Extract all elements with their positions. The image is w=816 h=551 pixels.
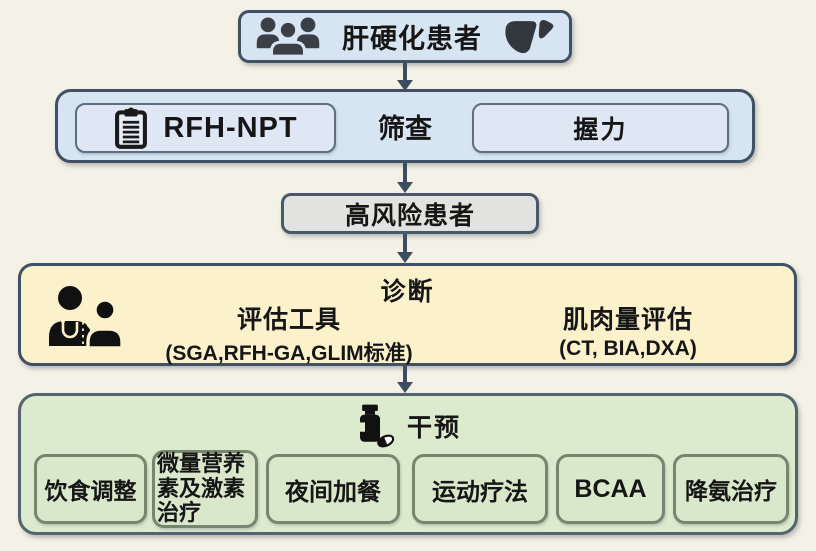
screening-container: RFH-NPT 筛查 握力 <box>55 89 755 163</box>
option-diet-adjustment: 饮食调整 <box>34 454 147 524</box>
grip-strength-box: 握力 <box>472 103 729 153</box>
option-night-snack: 夜间加餐 <box>266 454 400 524</box>
patient-label: 肝硬化患者 <box>342 24 482 54</box>
clipboard-icon <box>113 106 149 150</box>
assessment-tools-label: 评估工具 <box>236 306 341 334</box>
option-ammonia-lowering: 降氨治疗 <box>673 454 789 524</box>
diagnosis-box: 诊断 评估工具 (SGA,RFH-GA,G <box>18 263 797 366</box>
doctor-patient-icon <box>43 284 125 356</box>
muscle-mass-label: 肌肉量评估 <box>562 306 693 334</box>
patient-box: 肝硬化患者 <box>238 10 572 63</box>
liver-icon <box>503 16 555 57</box>
muscle-mass-detail: (CT, BIA,DXA) <box>559 337 697 360</box>
arrow-patient-to-screening <box>397 62 413 91</box>
assessment-tools-group: 评估工具 (SGA,RFH-GA,GLIM标准) <box>139 300 439 367</box>
people-group-icon <box>255 15 321 59</box>
intervention-box: 干预 饮食调整 微量营养素及激素治疗 夜间加餐 运动疗法 BCAA 降氨治疗 <box>18 393 798 535</box>
arrow-highrisk-to-diagnosis <box>397 234 413 263</box>
option-micronutrient-hormone: 微量营养素及激素治疗 <box>152 450 258 528</box>
intervention-header: 干预 <box>21 402 795 450</box>
diagnosis-title: 诊断 <box>380 278 435 306</box>
high-risk-box: 高风险患者 <box>281 193 539 234</box>
arrow-diagnosis-to-intervention <box>397 366 413 393</box>
assessment-tools-detail: (SGA,RFH-GA,GLIM标准) <box>165 342 413 365</box>
intervention-title: 干预 <box>406 414 461 442</box>
option-bcaa: BCAA <box>556 454 665 524</box>
option-exercise-therapy: 运动疗法 <box>412 454 548 524</box>
pill-bottle-icon <box>355 402 395 450</box>
rfh-npt-label: RFH-NPT <box>163 111 298 144</box>
muscle-mass-group: 肌肉量评估 (CT, BIA,DXA) <box>478 300 778 361</box>
high-risk-label: 高风险患者 <box>344 201 475 230</box>
screening-label: 筛查 <box>378 113 432 144</box>
rfh-npt-box: RFH-NPT <box>75 103 336 153</box>
grip-strength-label: 握力 <box>573 116 628 144</box>
arrow-screening-to-highrisk <box>397 163 413 193</box>
